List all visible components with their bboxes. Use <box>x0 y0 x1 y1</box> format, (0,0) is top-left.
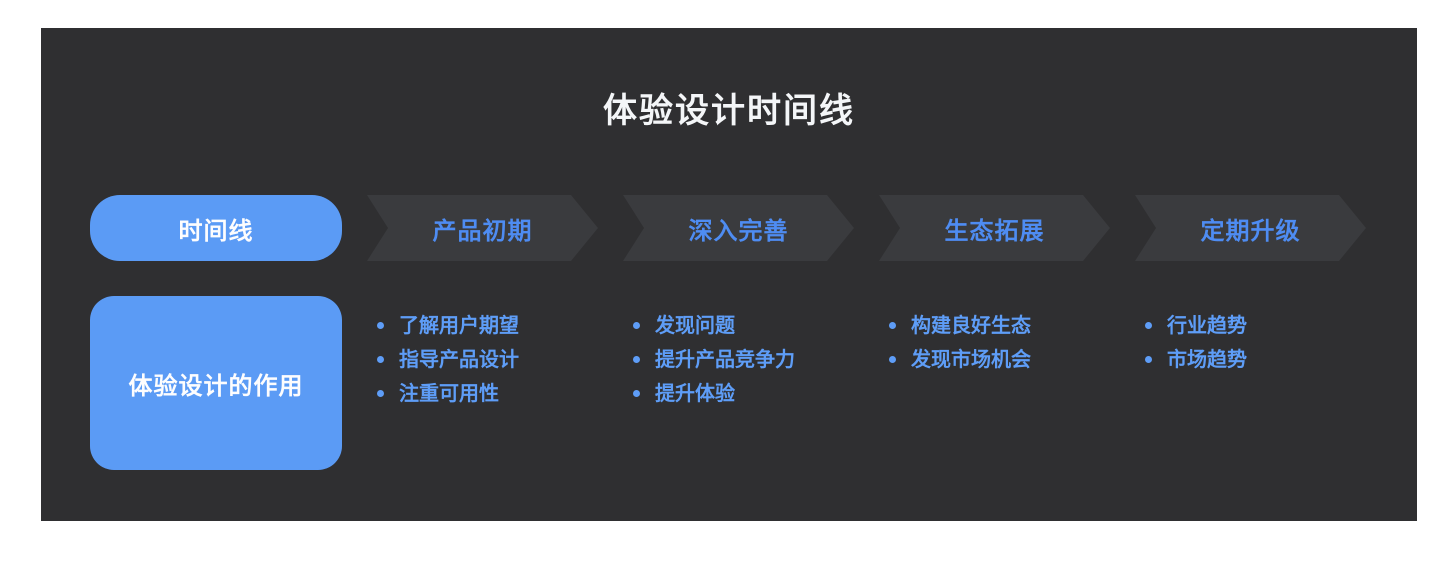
list-item: 提升体验 <box>631 376 854 410</box>
stage-arrow-regular-upgrade[interactable]: 定期升级 <box>1135 195 1366 261</box>
bullet-list-regular-upgrade: 行业趋势 市场趋势 <box>1135 296 1366 376</box>
stage-arrow-early-product[interactable]: 产品初期 <box>367 195 598 261</box>
bullet-list-early-product: 了解用户期望 指导产品设计 注重可用性 <box>367 296 598 410</box>
experience-design-role-box[interactable]: 体验设计的作用 <box>90 296 342 470</box>
list-item: 发现市场机会 <box>887 342 1110 376</box>
timeline-content-row: 体验设计的作用 了解用户期望 指导产品设计 注重可用性 发现问题 提升产品竞争力… <box>90 296 1366 470</box>
bullet-list-deep-improvement: 发现问题 提升产品竞争力 提升体验 <box>623 296 854 410</box>
timeline-stage-row: 时间线 产品初期 深入完善 生态拓展 定期升级 <box>90 195 1366 261</box>
list-item: 市场趋势 <box>1143 342 1366 376</box>
timeline-start-pill[interactable]: 时间线 <box>90 195 342 261</box>
bullet-list-ecosystem-expansion: 构建良好生态 发现市场机会 <box>879 296 1110 376</box>
page-title: 体验设计时间线 <box>603 91 855 131</box>
list-item: 构建良好生态 <box>887 308 1110 342</box>
dark-slide-panel: 体验设计时间线 时间线 产品初期 深入完善 生态拓展 定期升级 体验设计的作用 … <box>41 28 1417 521</box>
list-item: 注重可用性 <box>375 376 598 410</box>
list-item: 行业趋势 <box>1143 308 1366 342</box>
list-item: 指导产品设计 <box>375 342 598 376</box>
stage-arrow-deep-improvement[interactable]: 深入完善 <box>623 195 854 261</box>
list-item: 了解用户期望 <box>375 308 598 342</box>
stage-arrow-ecosystem-expansion[interactable]: 生态拓展 <box>879 195 1110 261</box>
list-item: 发现问题 <box>631 308 854 342</box>
list-item: 提升产品竞争力 <box>631 342 854 376</box>
